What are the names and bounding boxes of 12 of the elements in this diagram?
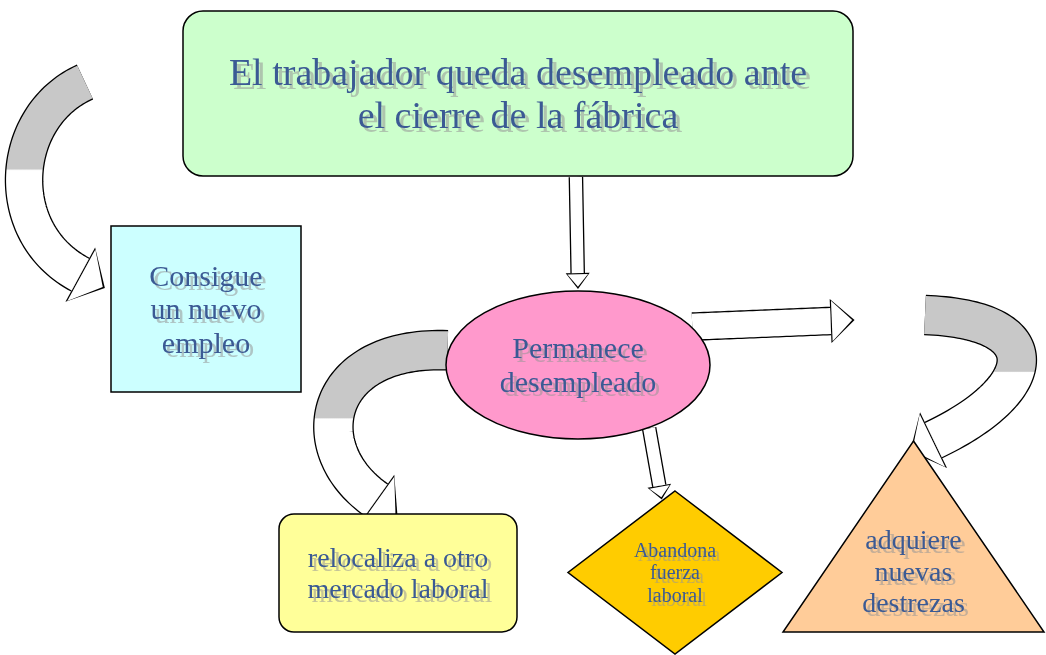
node-label: adquiere nuevas destrezas xyxy=(861,524,966,619)
process-box xyxy=(110,225,302,393)
node-label: Permanece desempleado xyxy=(498,331,658,399)
process-box xyxy=(182,10,854,177)
node-label: Consigue un nuevo empleo xyxy=(148,258,264,360)
outcome-ellipse xyxy=(445,290,711,440)
node-label: relocaliza a otro mercado laboral xyxy=(306,541,490,605)
decision-diamond xyxy=(567,490,783,655)
node-label: Abandona fuerza laboral xyxy=(632,538,718,607)
outcome-box xyxy=(278,513,518,633)
outcome-triangle xyxy=(782,440,1045,633)
node-label: El trabajador queda desempleado ante el cierre de la fábrica xyxy=(227,50,809,137)
